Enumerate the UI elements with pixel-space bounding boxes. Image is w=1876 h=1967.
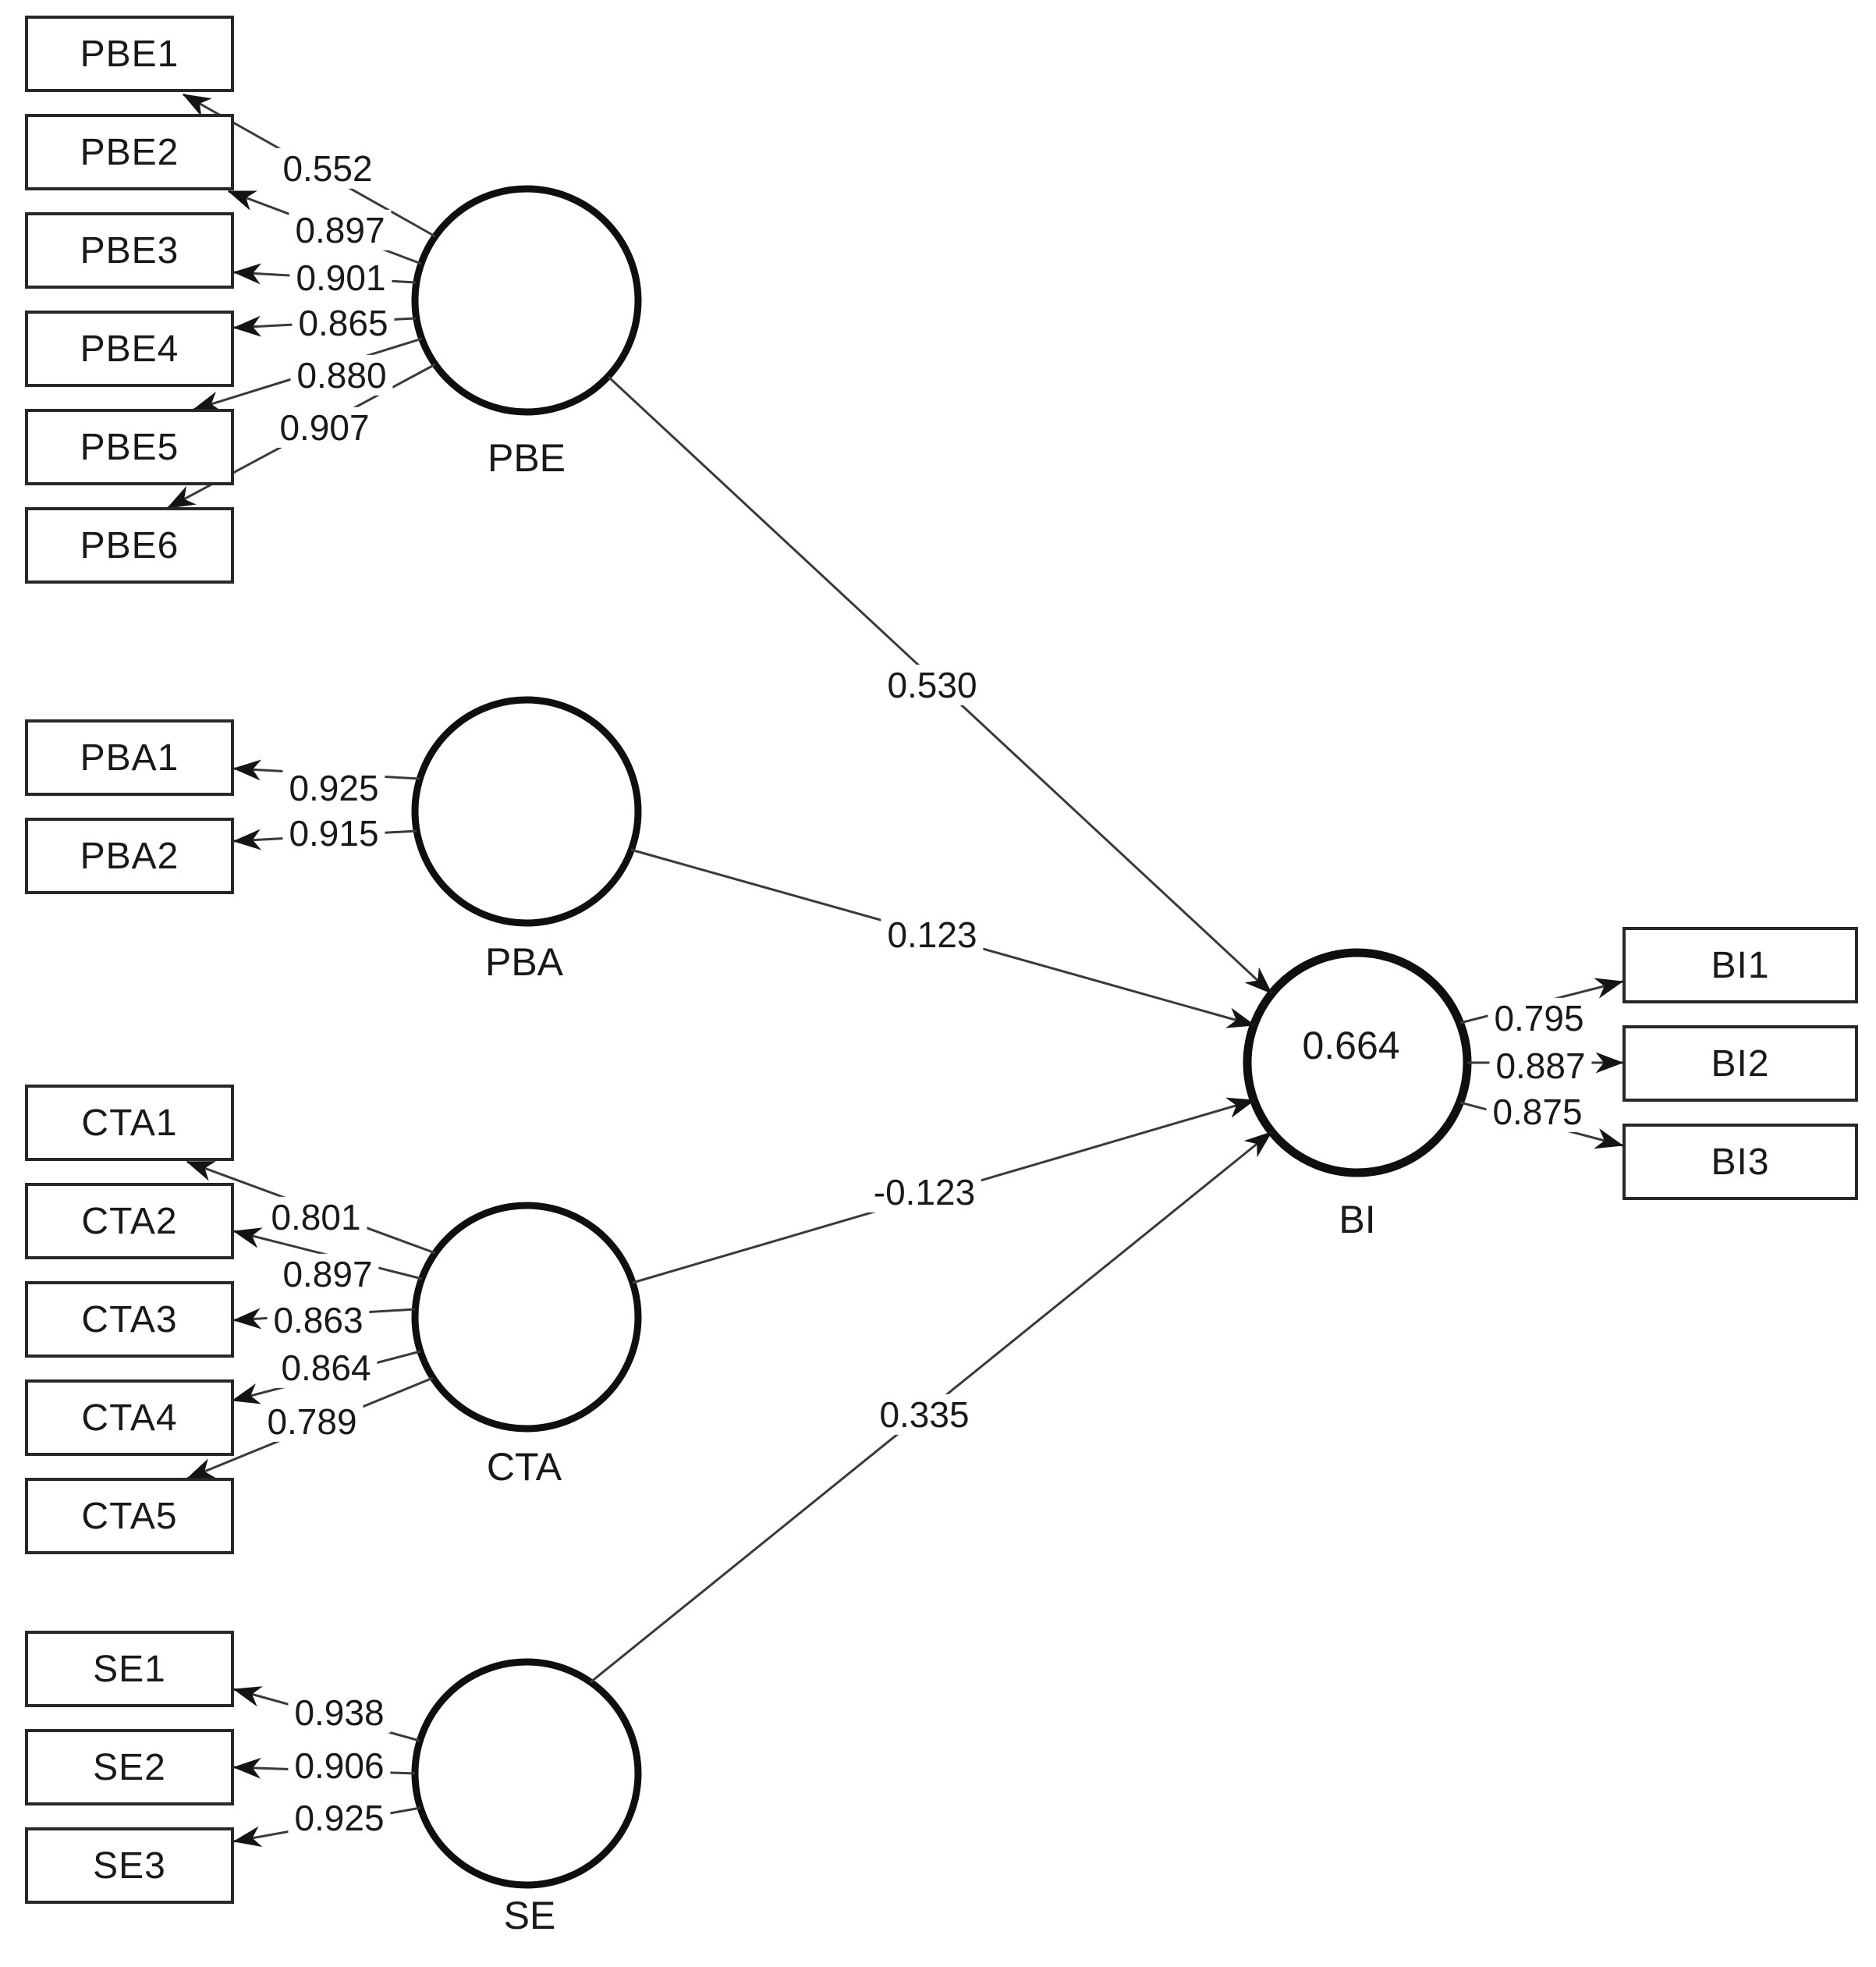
- indicator-box-se3: SE3: [25, 1827, 234, 1904]
- construct-circle-pbe: [411, 185, 642, 416]
- indicator-box-pbe6: PBE6: [25, 507, 234, 584]
- path-coefficient-se-bi: 0.335: [873, 1394, 976, 1436]
- construct-circle-pba: [411, 696, 642, 927]
- construct-label-pbe: PBE: [487, 436, 566, 480]
- loading-value-pbe3: 0.901: [289, 257, 392, 299]
- indicator-box-cta3: CTA3: [25, 1281, 234, 1358]
- construct-label-cta: CTA: [486, 1445, 562, 1489]
- loading-value-pbe2: 0.897: [289, 209, 392, 251]
- indicator-box-pbe1: PBE1: [25, 16, 234, 92]
- loading-value-cta4: 0.864: [275, 1347, 378, 1389]
- indicator-box-se2: SE2: [25, 1729, 234, 1805]
- indicator-box-pbe4: PBE4: [25, 311, 234, 387]
- indicator-box-pbe3: PBE3: [25, 212, 234, 289]
- indicator-box-pbe5: PBE5: [25, 409, 234, 485]
- construct-label-se: SE: [503, 1894, 556, 1937]
- indicator-box-se1: SE1: [25, 1631, 234, 1707]
- loading-value-se3: 0.925: [288, 1797, 391, 1839]
- indicator-box-cta4: CTA4: [25, 1379, 234, 1456]
- indicator-box-bi1: BI1: [1622, 927, 1858, 1003]
- path-coefficient-cta-bi: -0.123: [867, 1171, 982, 1213]
- path-coefficient-pbe-bi: 0.530: [881, 664, 984, 706]
- construct-label-bi: BI: [1339, 1198, 1376, 1241]
- construct-label-pba: PBA: [484, 940, 564, 984]
- loading-value-pbe1: 0.552: [276, 147, 379, 190]
- structural-paths: [590, 375, 1273, 1684]
- indicator-box-pba2: PBA2: [25, 818, 234, 894]
- loading-value-se2: 0.906: [288, 1745, 391, 1787]
- path-coefficient-pba-bi: 0.123: [881, 914, 984, 956]
- bi-r-squared-value: 0.664: [1302, 1023, 1400, 1067]
- loading-value-bi2: 0.887: [1489, 1045, 1592, 1087]
- indicator-box-cta2: CTA2: [25, 1183, 234, 1259]
- indicator-box-bi2: BI2: [1622, 1025, 1858, 1102]
- loading-value-pbe6: 0.907: [273, 407, 376, 449]
- loading-value-pba1: 0.925: [282, 767, 385, 809]
- indicator-box-cta5: CTA5: [25, 1478, 234, 1554]
- loading-value-pbe5: 0.880: [290, 354, 393, 396]
- loading-value-bi1: 0.795: [1488, 997, 1591, 1039]
- indicator-box-pbe2: PBE2: [25, 114, 234, 190]
- loading-value-se1: 0.938: [288, 1692, 391, 1734]
- loading-value-pba2: 0.915: [282, 812, 385, 854]
- loading-value-cta2: 0.897: [276, 1253, 379, 1295]
- indicator-box-bi3: BI3: [1622, 1124, 1858, 1200]
- indicator-box-pba1: PBA1: [25, 719, 234, 796]
- indicator-box-cta1: CTA1: [25, 1085, 234, 1161]
- loading-value-bi3: 0.875: [1486, 1091, 1589, 1133]
- loading-value-pbe4: 0.865: [292, 302, 395, 344]
- construct-circle-se: [411, 1658, 642, 1889]
- construct-circle-cta: [411, 1202, 642, 1433]
- loading-value-cta5: 0.789: [261, 1401, 363, 1443]
- loading-value-cta1: 0.801: [264, 1196, 367, 1238]
- loading-value-cta3: 0.863: [267, 1299, 370, 1341]
